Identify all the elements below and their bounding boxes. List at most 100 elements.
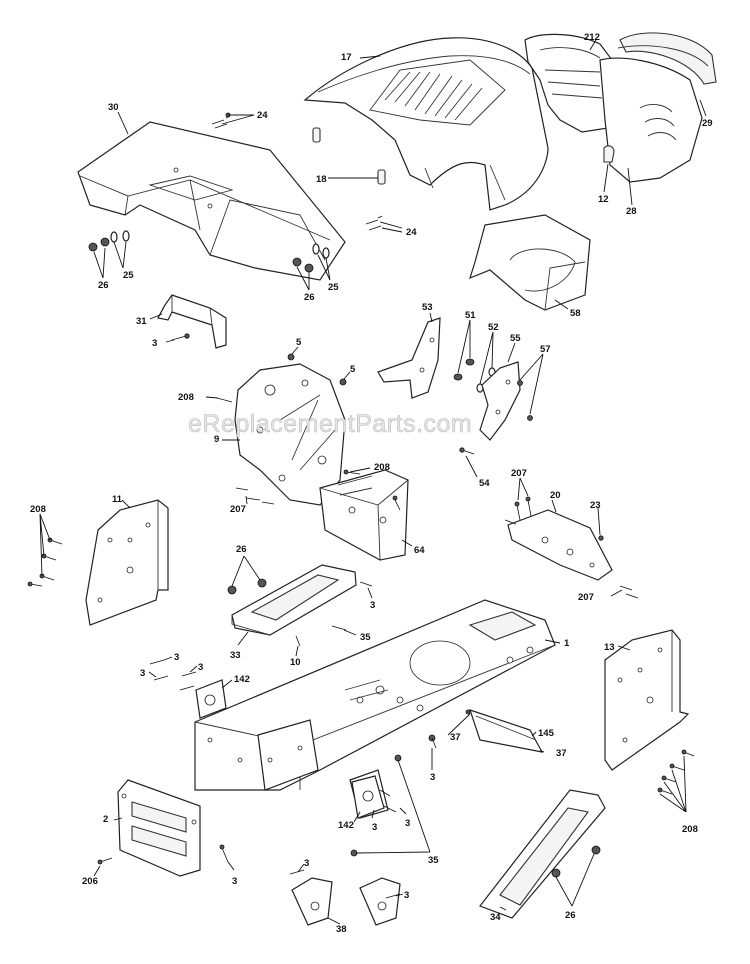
bracket-part-142-lower [351,775,385,819]
bolt-3-bracket [171,333,190,341]
hardware-nuts-25-26-right [292,243,330,273]
callout-207-b: 207 [511,468,527,479]
callout-11: 11 [112,494,123,505]
hitch-bracket-part-38 [289,869,401,926]
callout-23: 23 [590,500,601,511]
callout-54: 54 [479,478,490,489]
callout-30: 30 [108,102,119,113]
callout-labels: 17 212 30 24 29 18 12 28 24 25 26 26 25 … [30,32,713,935]
callout-3-c: 3 [174,652,179,663]
callout-145: 145 [538,728,555,739]
callout-38: 38 [336,924,347,935]
hardware-208-battery [343,469,401,511]
callout-208-b: 208 [374,462,390,473]
callout-64: 64 [414,545,425,556]
callout-53: 53 [422,302,433,313]
dash-hardware [216,353,347,505]
callout-28: 28 [626,206,637,217]
callout-57: 57 [540,344,551,355]
callout-3-e: 3 [140,668,145,679]
callout-17: 17 [341,52,352,63]
callout-55: 55 [510,333,521,344]
callout-25-b: 25 [328,282,339,293]
callout-24-b: 24 [406,227,417,238]
callout-31: 31 [136,316,147,327]
callout-208-d: 208 [682,824,698,835]
callout-51: 51 [465,310,476,321]
callout-26: 26 [98,280,109,291]
callout-3-f: 3 [430,772,435,783]
hood-part-17 [303,37,549,211]
callout-207-c: 207 [578,592,594,603]
callout-9: 9 [214,434,219,445]
hardware-bolts-24 [211,112,383,231]
bracket-part-53 [377,317,441,399]
hood-bumper-18 [312,127,386,185]
footrest-part-34 [479,789,606,919]
callout-3: 3 [152,338,157,349]
callout-26-d: 26 [565,910,576,921]
callout-5-b: 5 [350,364,356,375]
footrest-part-33 [231,564,357,636]
fender-part-30 [77,121,346,281]
callout-208: 208 [178,392,194,403]
callout-26-b: 26 [304,292,315,303]
callout-58: 58 [570,308,581,319]
callout-26-c: 26 [236,544,247,555]
grille-part-212 [524,32,717,183]
callout-3-h: 3 [405,818,410,829]
callout-3-j: 3 [304,858,309,869]
callout-10: 10 [290,657,301,668]
bracket-part-31 [157,294,227,349]
callout-142: 142 [234,674,250,685]
callout-142-b: 142 [338,820,354,831]
callout-34: 34 [490,912,501,923]
hardware-26-bottom [551,845,601,878]
hardware-3-142-upper [149,659,197,691]
hardware-3-35-lower [350,754,402,857]
callout-35-b: 35 [428,855,439,866]
callout-207: 207 [230,504,246,515]
callout-3-b: 3 [370,600,375,611]
callout-18: 18 [316,174,327,185]
side-panel-part-13 [604,629,690,771]
callout-20: 20 [550,490,561,501]
callout-1: 1 [564,638,570,649]
watermark-text: eReplacementParts.com [188,410,472,438]
callout-24: 24 [257,110,268,121]
dash-panel-part-9 [234,363,346,506]
hardware-57-54 [459,380,533,455]
callout-13: 13 [604,642,615,653]
callout-37: 37 [450,732,461,743]
bracket-part-142-upper [195,679,227,719]
hardware-208-left [27,537,63,587]
callout-29: 29 [702,118,713,129]
callout-212: 212 [584,32,600,43]
hardware-26-3-33 [227,578,373,647]
hardware-206-3 [97,844,229,865]
rear-plate-part-2 [117,779,201,877]
callout-35: 35 [360,632,371,643]
battery-tray-part-64 [319,469,409,561]
hardware-207-23 [504,496,639,599]
hardware-nuts-25-26-left [88,230,130,252]
hardware-208-right [657,749,695,795]
callout-3-d: 3 [198,662,203,673]
callout-2: 2 [103,814,108,825]
callout-12: 12 [598,194,609,205]
mount-plate-part-20 [507,509,613,581]
leader-lines [39,39,707,925]
callout-3-g: 3 [372,822,377,833]
callout-3-i: 3 [232,876,237,887]
cover-part-145 [469,709,544,753]
callout-25: 25 [123,270,134,281]
side-panel-part-11 [85,499,169,626]
callout-37-b: 37 [556,748,567,759]
callout-3-k: 3 [404,890,409,901]
callout-208-c: 208 [30,504,46,515]
callout-206: 206 [82,876,98,887]
bracket-part-55 [479,361,521,441]
callout-52: 52 [488,322,499,333]
